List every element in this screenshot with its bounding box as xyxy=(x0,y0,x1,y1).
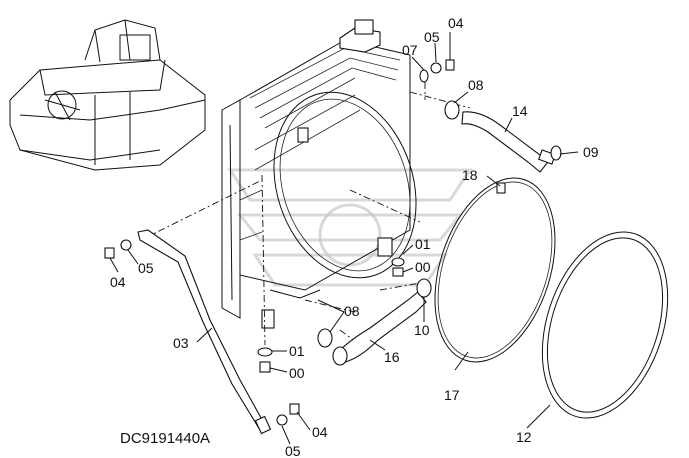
left-fasteners xyxy=(104,239,132,259)
upper-hose xyxy=(444,100,562,173)
callout-08-top: 08 xyxy=(468,77,484,93)
callout-04-left: 04 xyxy=(110,274,126,290)
callout-05-left: 05 xyxy=(138,260,154,276)
callout-lines xyxy=(109,32,579,445)
callout-16: 16 xyxy=(384,349,400,365)
callout-07: 07 xyxy=(402,42,418,58)
fan-ring xyxy=(541,231,669,419)
callout-03: 03 xyxy=(173,335,189,351)
callout-18: 18 xyxy=(462,167,478,183)
callout-01-right: 01 xyxy=(415,236,431,252)
watermark-logo xyxy=(227,168,473,287)
callout-12: 12 xyxy=(516,429,532,445)
callout-05-bottom: 05 xyxy=(285,443,301,458)
callout-04-bottom: 04 xyxy=(312,424,328,440)
callout-14: 14 xyxy=(512,103,528,119)
callout-05-top: 05 xyxy=(424,29,440,45)
mid-fasteners xyxy=(391,257,405,277)
radiator-assembly xyxy=(221,19,417,329)
callout-labels: 04 05 07 08 14 09 18 01 00 08 10 16 17 1… xyxy=(110,15,599,458)
callout-10: 10 xyxy=(414,322,430,338)
diagram-code: DC9191440A xyxy=(120,430,210,447)
bottom-fasteners xyxy=(257,347,300,426)
callout-17: 17 xyxy=(444,387,460,403)
excavator-thumbnail xyxy=(9,19,206,171)
support-rod xyxy=(137,229,272,435)
callout-01-bottom: 01 xyxy=(289,343,305,359)
callout-08-mid: 08 xyxy=(344,303,360,319)
callout-04-top: 04 xyxy=(448,15,464,31)
callout-00-right: 00 xyxy=(415,259,431,275)
callout-00-bottom: 00 xyxy=(289,365,305,381)
top-fasteners xyxy=(419,52,455,83)
callout-09: 09 xyxy=(583,144,599,160)
lower-hose xyxy=(317,278,432,366)
fan-guard xyxy=(434,177,556,363)
